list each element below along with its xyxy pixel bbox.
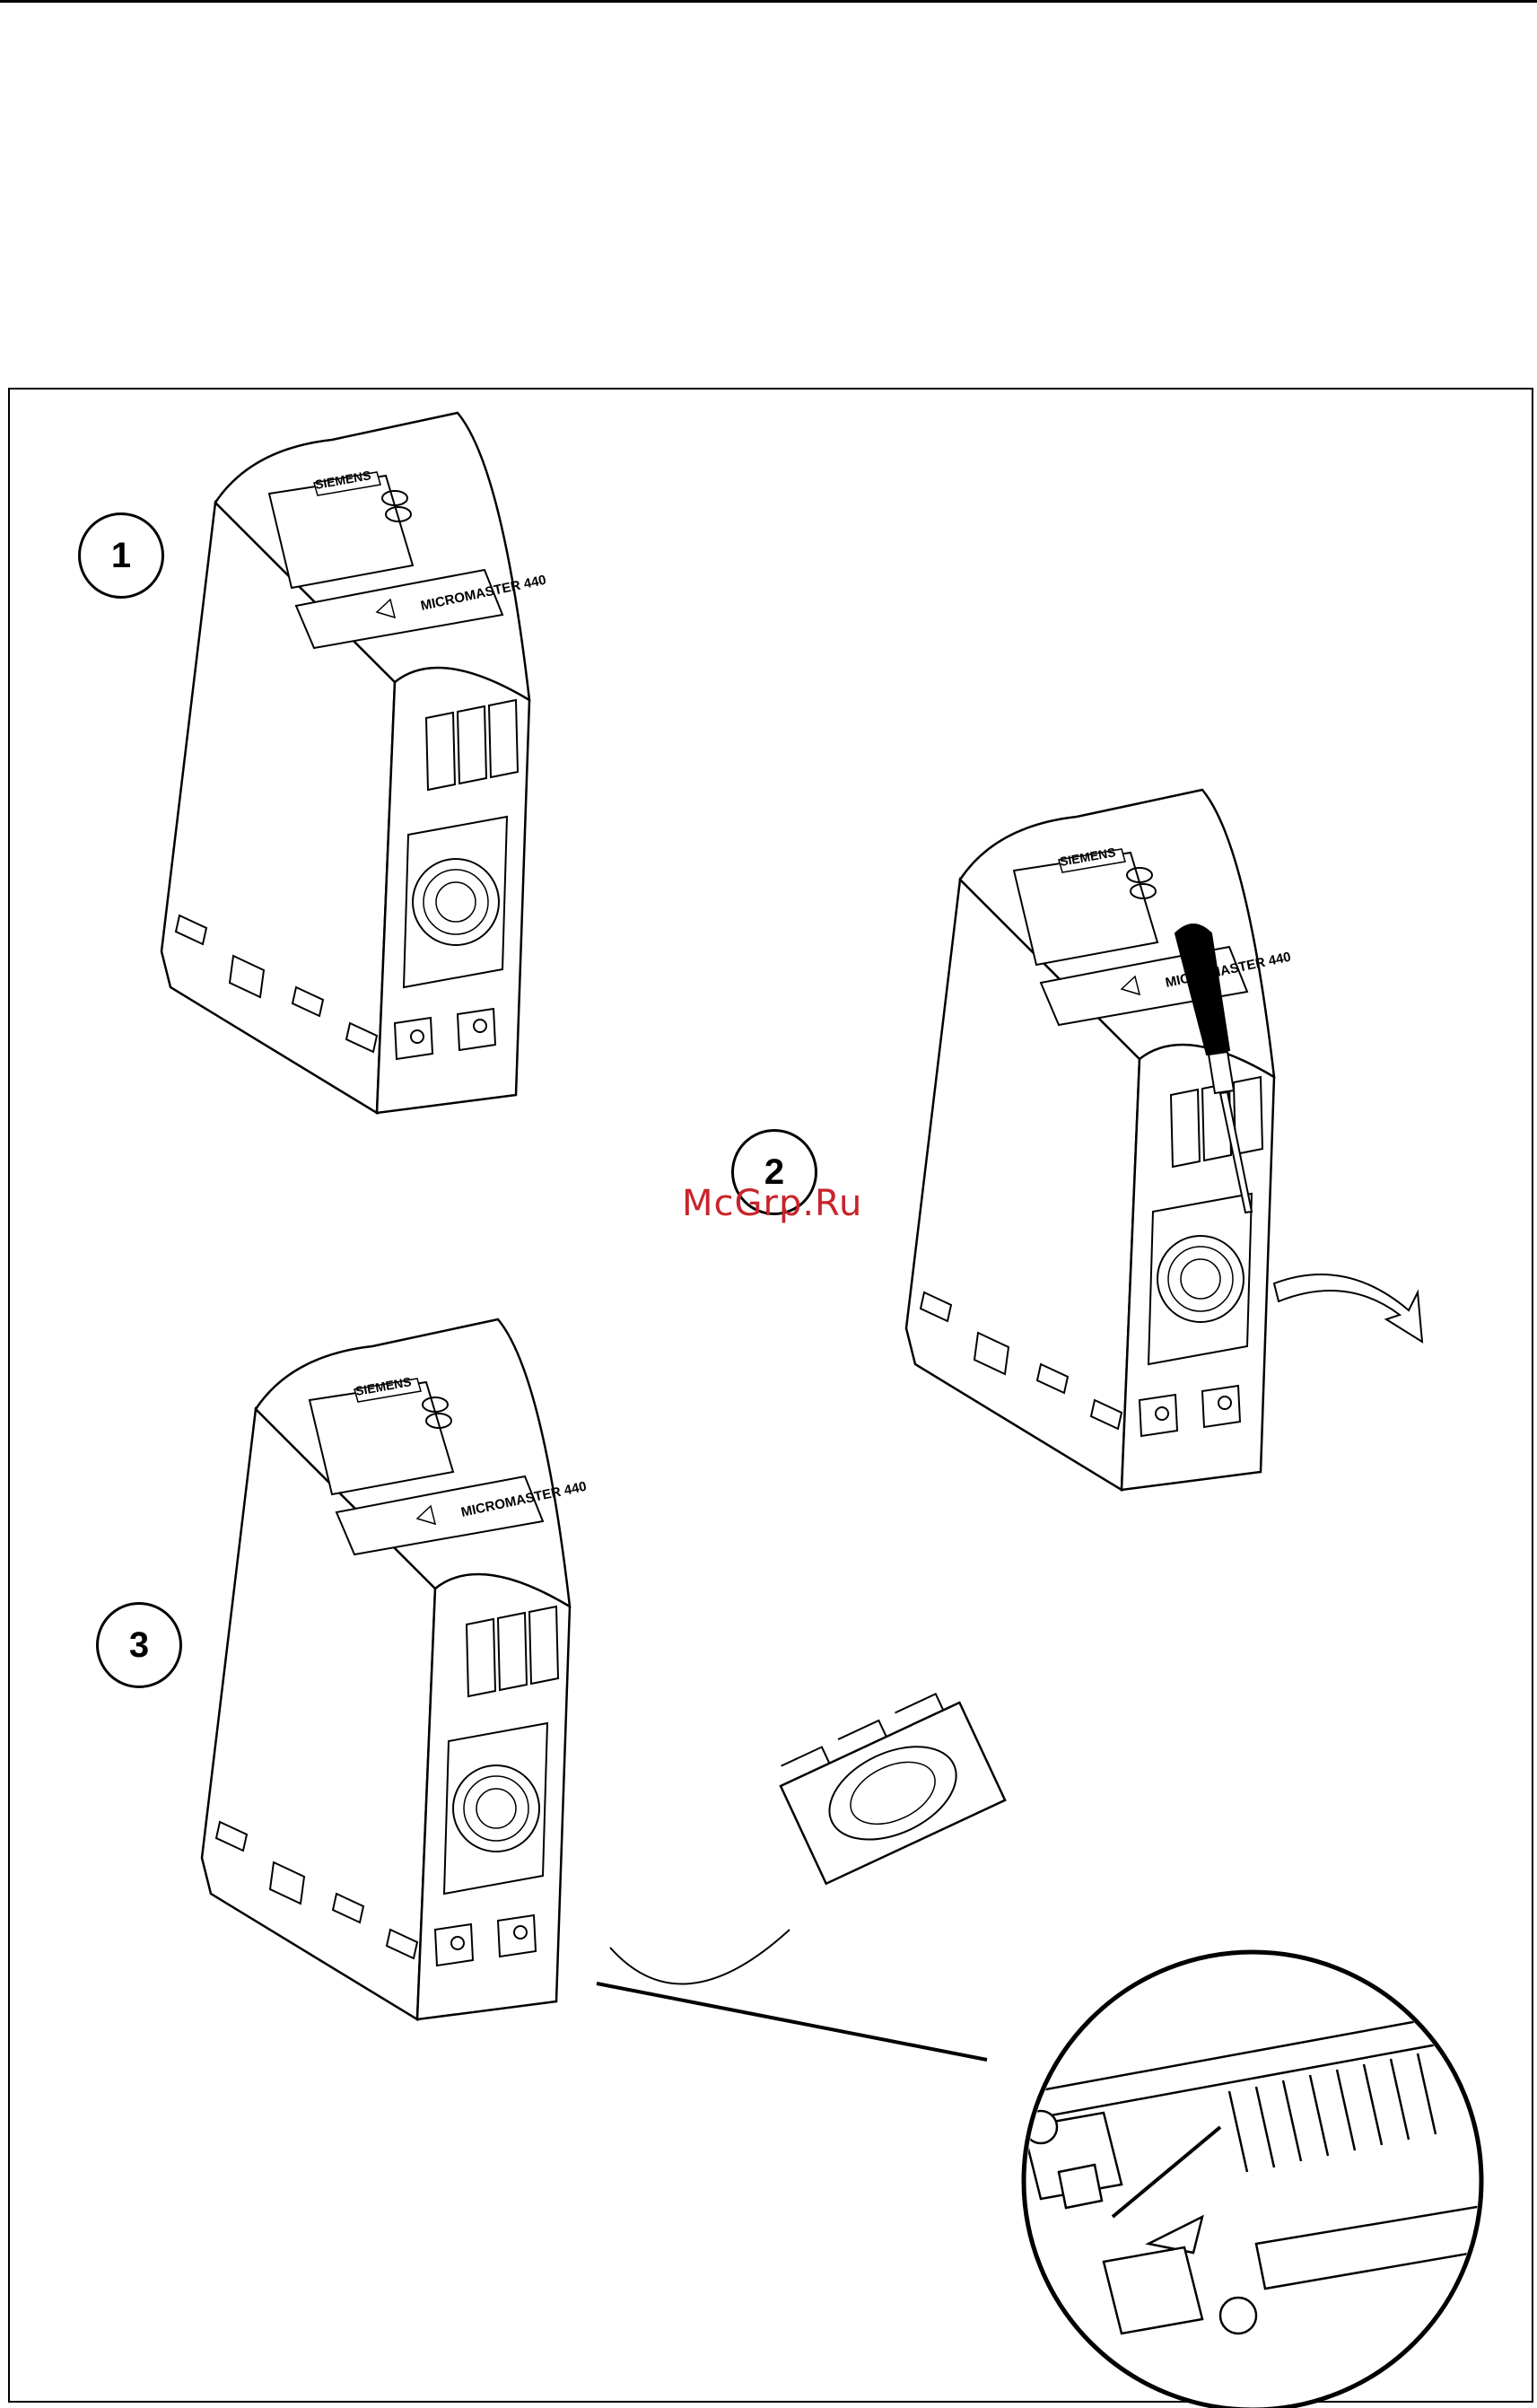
fan-cable xyxy=(610,1930,790,1984)
inverter-step-1 xyxy=(162,413,529,1113)
detail-pointer-line xyxy=(597,1983,987,2060)
removed-fan-module xyxy=(773,1686,1006,1884)
rotate-arrow-icon xyxy=(1274,1274,1422,1342)
detail-magnifier xyxy=(987,1952,1525,2408)
step-3-number: 3 xyxy=(129,1625,149,1666)
step-3-badge: 3 xyxy=(96,1602,182,1688)
step-1-number: 1 xyxy=(111,536,131,576)
watermark: McGrp.Ru xyxy=(682,1183,862,1224)
inverter-step-3 xyxy=(202,1319,570,2019)
step-1-badge: 1 xyxy=(78,512,164,599)
inverter-step-2 xyxy=(906,790,1274,1490)
